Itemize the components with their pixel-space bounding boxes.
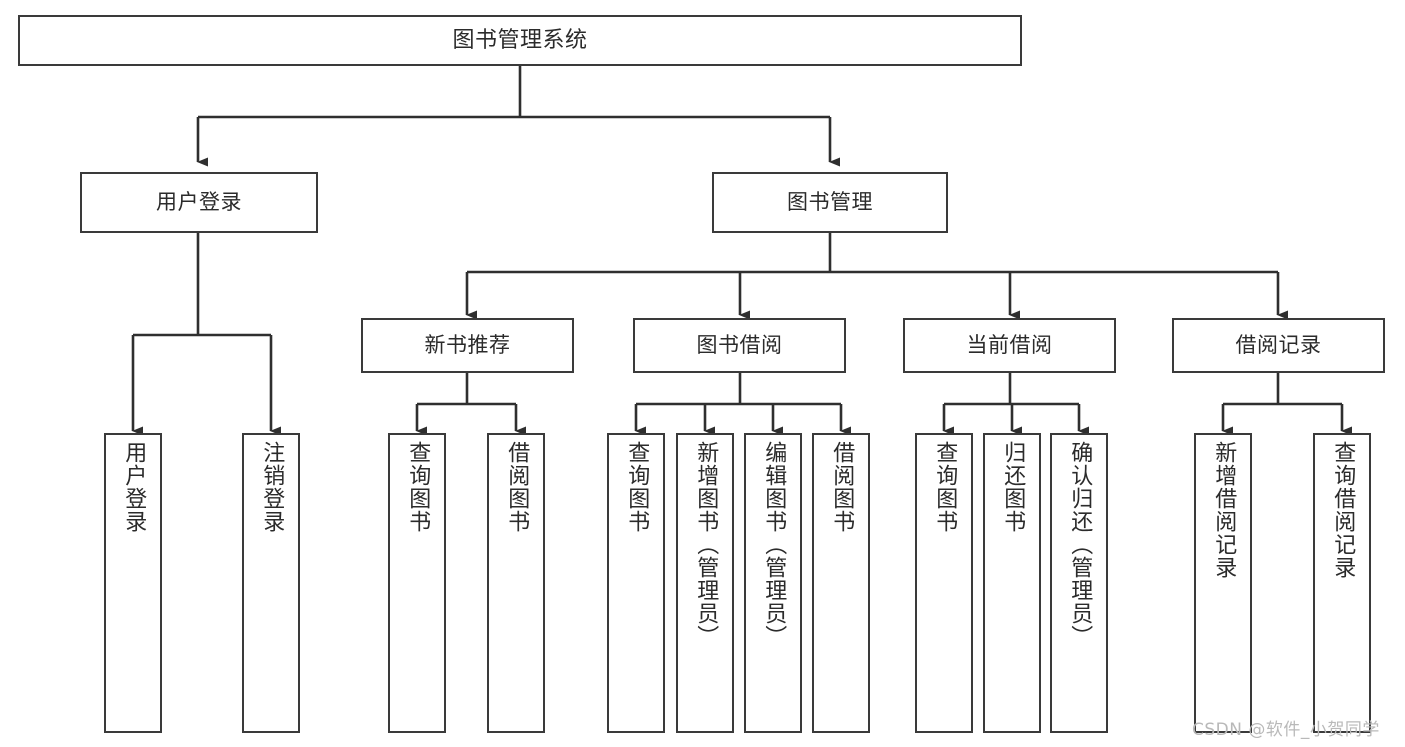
- node-book-manage[interactable]: 图书管理: [712, 172, 948, 233]
- leaf-query-book-current[interactable]: 查询图书: [915, 433, 973, 733]
- node-label: 查询图书: [624, 441, 650, 533]
- node-label: 用户登录: [156, 190, 242, 215]
- node-label: 借阅图书: [504, 441, 530, 533]
- leaf-borrow-book-borrow[interactable]: 借阅图书: [812, 433, 870, 733]
- node-label: 新增图书（管理员）: [693, 441, 719, 648]
- node-label: 图书借阅: [696, 333, 783, 358]
- node-label: 新书推荐: [424, 333, 511, 358]
- leaf-query-book-recommend[interactable]: 查询图书: [388, 433, 446, 733]
- node-new-book-recommend[interactable]: 新书推荐: [361, 318, 574, 373]
- node-user-login[interactable]: 用户登录: [80, 172, 318, 233]
- node-label: 查询图书: [932, 441, 958, 533]
- node-label: 确认归还（管理员）: [1067, 441, 1093, 648]
- leaf-add-book[interactable]: 新增图书（管理员）: [676, 433, 734, 733]
- node-label: 归还图书: [1000, 441, 1026, 533]
- node-borrow-record[interactable]: 借阅记录: [1172, 318, 1385, 373]
- node-root-system[interactable]: 图书管理系统: [18, 15, 1022, 66]
- leaf-logout-login[interactable]: 注销登录: [242, 433, 300, 733]
- leaf-query-book-borrow[interactable]: 查询图书: [607, 433, 665, 733]
- leaf-confirm-return[interactable]: 确认归还（管理员）: [1050, 433, 1108, 733]
- node-label: 新增借阅记录: [1211, 441, 1237, 579]
- node-label: 注销登录: [259, 441, 285, 533]
- node-label: 用户登录: [121, 441, 147, 533]
- node-label: 图书管理: [787, 190, 873, 215]
- leaf-query-borrow-record[interactable]: 查询借阅记录: [1313, 433, 1371, 733]
- leaf-add-borrow-record[interactable]: 新增借阅记录: [1194, 433, 1252, 733]
- node-label: 当前借阅: [966, 333, 1053, 358]
- node-label: 查询借阅记录: [1330, 441, 1356, 579]
- node-label: 图书管理系统: [452, 27, 588, 53]
- node-label: 查询图书: [405, 441, 431, 533]
- node-label: 编辑图书（管理员）: [761, 441, 787, 648]
- leaf-edit-book[interactable]: 编辑图书（管理员）: [744, 433, 802, 733]
- leaf-borrow-book-recommend[interactable]: 借阅图书: [487, 433, 545, 733]
- node-label: 借阅图书: [829, 441, 855, 533]
- leaf-return-book[interactable]: 归还图书: [983, 433, 1041, 733]
- csdn-watermark: CSDN @软件_小贺同学: [1192, 720, 1380, 740]
- node-label: 借阅记录: [1235, 333, 1322, 358]
- leaf-user-login[interactable]: 用户登录: [104, 433, 162, 733]
- node-book-borrow[interactable]: 图书借阅: [633, 318, 846, 373]
- node-current-borrow[interactable]: 当前借阅: [903, 318, 1116, 373]
